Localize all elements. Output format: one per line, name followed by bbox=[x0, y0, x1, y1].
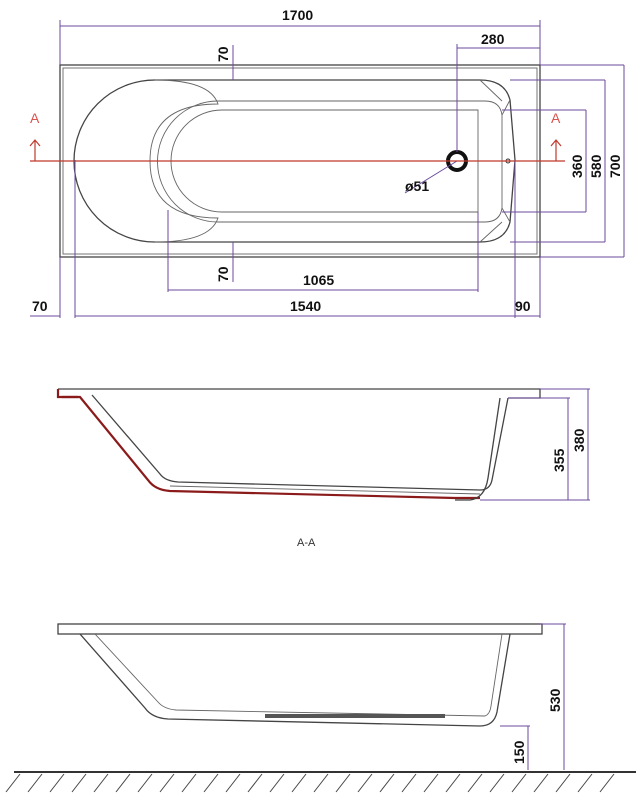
floor-hatch-stroke bbox=[247, 773, 263, 793]
section-arrow-left bbox=[29, 139, 41, 161]
floor-hatch-stroke bbox=[511, 773, 527, 793]
floor-hatch-stroke bbox=[423, 773, 439, 793]
dim-flat-length: 1065 bbox=[303, 272, 334, 288]
side-base-plate bbox=[265, 714, 445, 718]
dim-outer-width-inner: 580 bbox=[588, 154, 604, 178]
floor-hatch-stroke bbox=[357, 773, 373, 793]
dim-right-offset: 90 bbox=[515, 298, 531, 314]
tub-basin-outline bbox=[73, 79, 516, 243]
dim-drain-offset: 280 bbox=[481, 31, 505, 47]
top-view: ø51 A A 1700 280 70 70 360 580 bbox=[29, 7, 625, 318]
tub-floor-inner bbox=[170, 109, 479, 213]
side-outer-shell bbox=[79, 633, 511, 727]
floor-hatch-stroke bbox=[225, 773, 241, 793]
section-outer-shell bbox=[62, 395, 480, 500]
floor-hatch-stroke bbox=[533, 773, 549, 793]
floor-hatch-stroke bbox=[181, 773, 197, 793]
dim-overall-width: 700 bbox=[607, 154, 623, 178]
section-mark-right: A bbox=[551, 110, 561, 126]
floor-hatch-stroke bbox=[313, 773, 329, 793]
floor-hatch-stroke bbox=[599, 773, 615, 793]
dim-total-height: 530 bbox=[547, 688, 563, 712]
dim-left-offset: 70 bbox=[32, 298, 48, 314]
floor-hatch-stroke bbox=[71, 773, 87, 793]
floor-hatch-stroke bbox=[159, 773, 175, 793]
floor-hatch-stroke bbox=[577, 773, 593, 793]
dim-margin-top: 70 bbox=[215, 46, 231, 62]
section-arrow-right bbox=[550, 139, 562, 161]
floor-hatch-stroke bbox=[5, 773, 21, 793]
section-foot-wall bbox=[455, 397, 501, 501]
dim-leg-height: 150 bbox=[511, 740, 527, 764]
floor-hatch-stroke bbox=[379, 773, 395, 793]
section-label: A-A bbox=[297, 537, 316, 549]
drain-diameter-label: ø51 bbox=[405, 178, 429, 194]
drain-diameter-leader bbox=[404, 160, 458, 194]
floor-hatch-stroke bbox=[27, 773, 43, 793]
side-inner-shell bbox=[94, 633, 503, 717]
floor-hatch-stroke bbox=[489, 773, 505, 793]
floor-hatch-stroke bbox=[335, 773, 351, 793]
dim-margin-bottom: 70 bbox=[215, 266, 231, 282]
floor-hatch-stroke bbox=[555, 773, 571, 793]
floor-hatch-stroke bbox=[93, 773, 109, 793]
section-floor-line bbox=[169, 485, 481, 495]
floor-hatch-stroke bbox=[445, 773, 461, 793]
floor-hatch-stroke bbox=[467, 773, 483, 793]
floor-hatch-stroke bbox=[137, 773, 153, 793]
dim-inner-width: 360 bbox=[569, 154, 585, 178]
floor-hatch-stroke bbox=[401, 773, 417, 793]
floor-hatch-stroke bbox=[203, 773, 219, 793]
section-view-aa: 355 380 A-A bbox=[56, 388, 590, 549]
section-rim bbox=[58, 388, 541, 399]
dim-outer-depth: 380 bbox=[571, 428, 587, 452]
section-rim-left bbox=[56, 389, 78, 399]
section-inner-shell bbox=[91, 394, 509, 491]
dim-inner-length: 1540 bbox=[290, 298, 321, 314]
floor-hatching bbox=[5, 773, 615, 793]
floor-hatch-stroke bbox=[49, 773, 65, 793]
dim-inner-depth: 355 bbox=[551, 448, 567, 472]
floor-hatch-stroke bbox=[269, 773, 285, 793]
tub-floor-outline bbox=[157, 100, 503, 223]
side-view: 530 150 bbox=[5, 623, 636, 793]
dim-overall-length: 1700 bbox=[282, 7, 313, 23]
section-mark-left: A bbox=[30, 110, 40, 126]
floor-hatch-stroke bbox=[115, 773, 131, 793]
foot-slope-line bbox=[479, 79, 511, 243]
side-rim bbox=[57, 623, 543, 635]
floor-hatch-stroke bbox=[291, 773, 307, 793]
